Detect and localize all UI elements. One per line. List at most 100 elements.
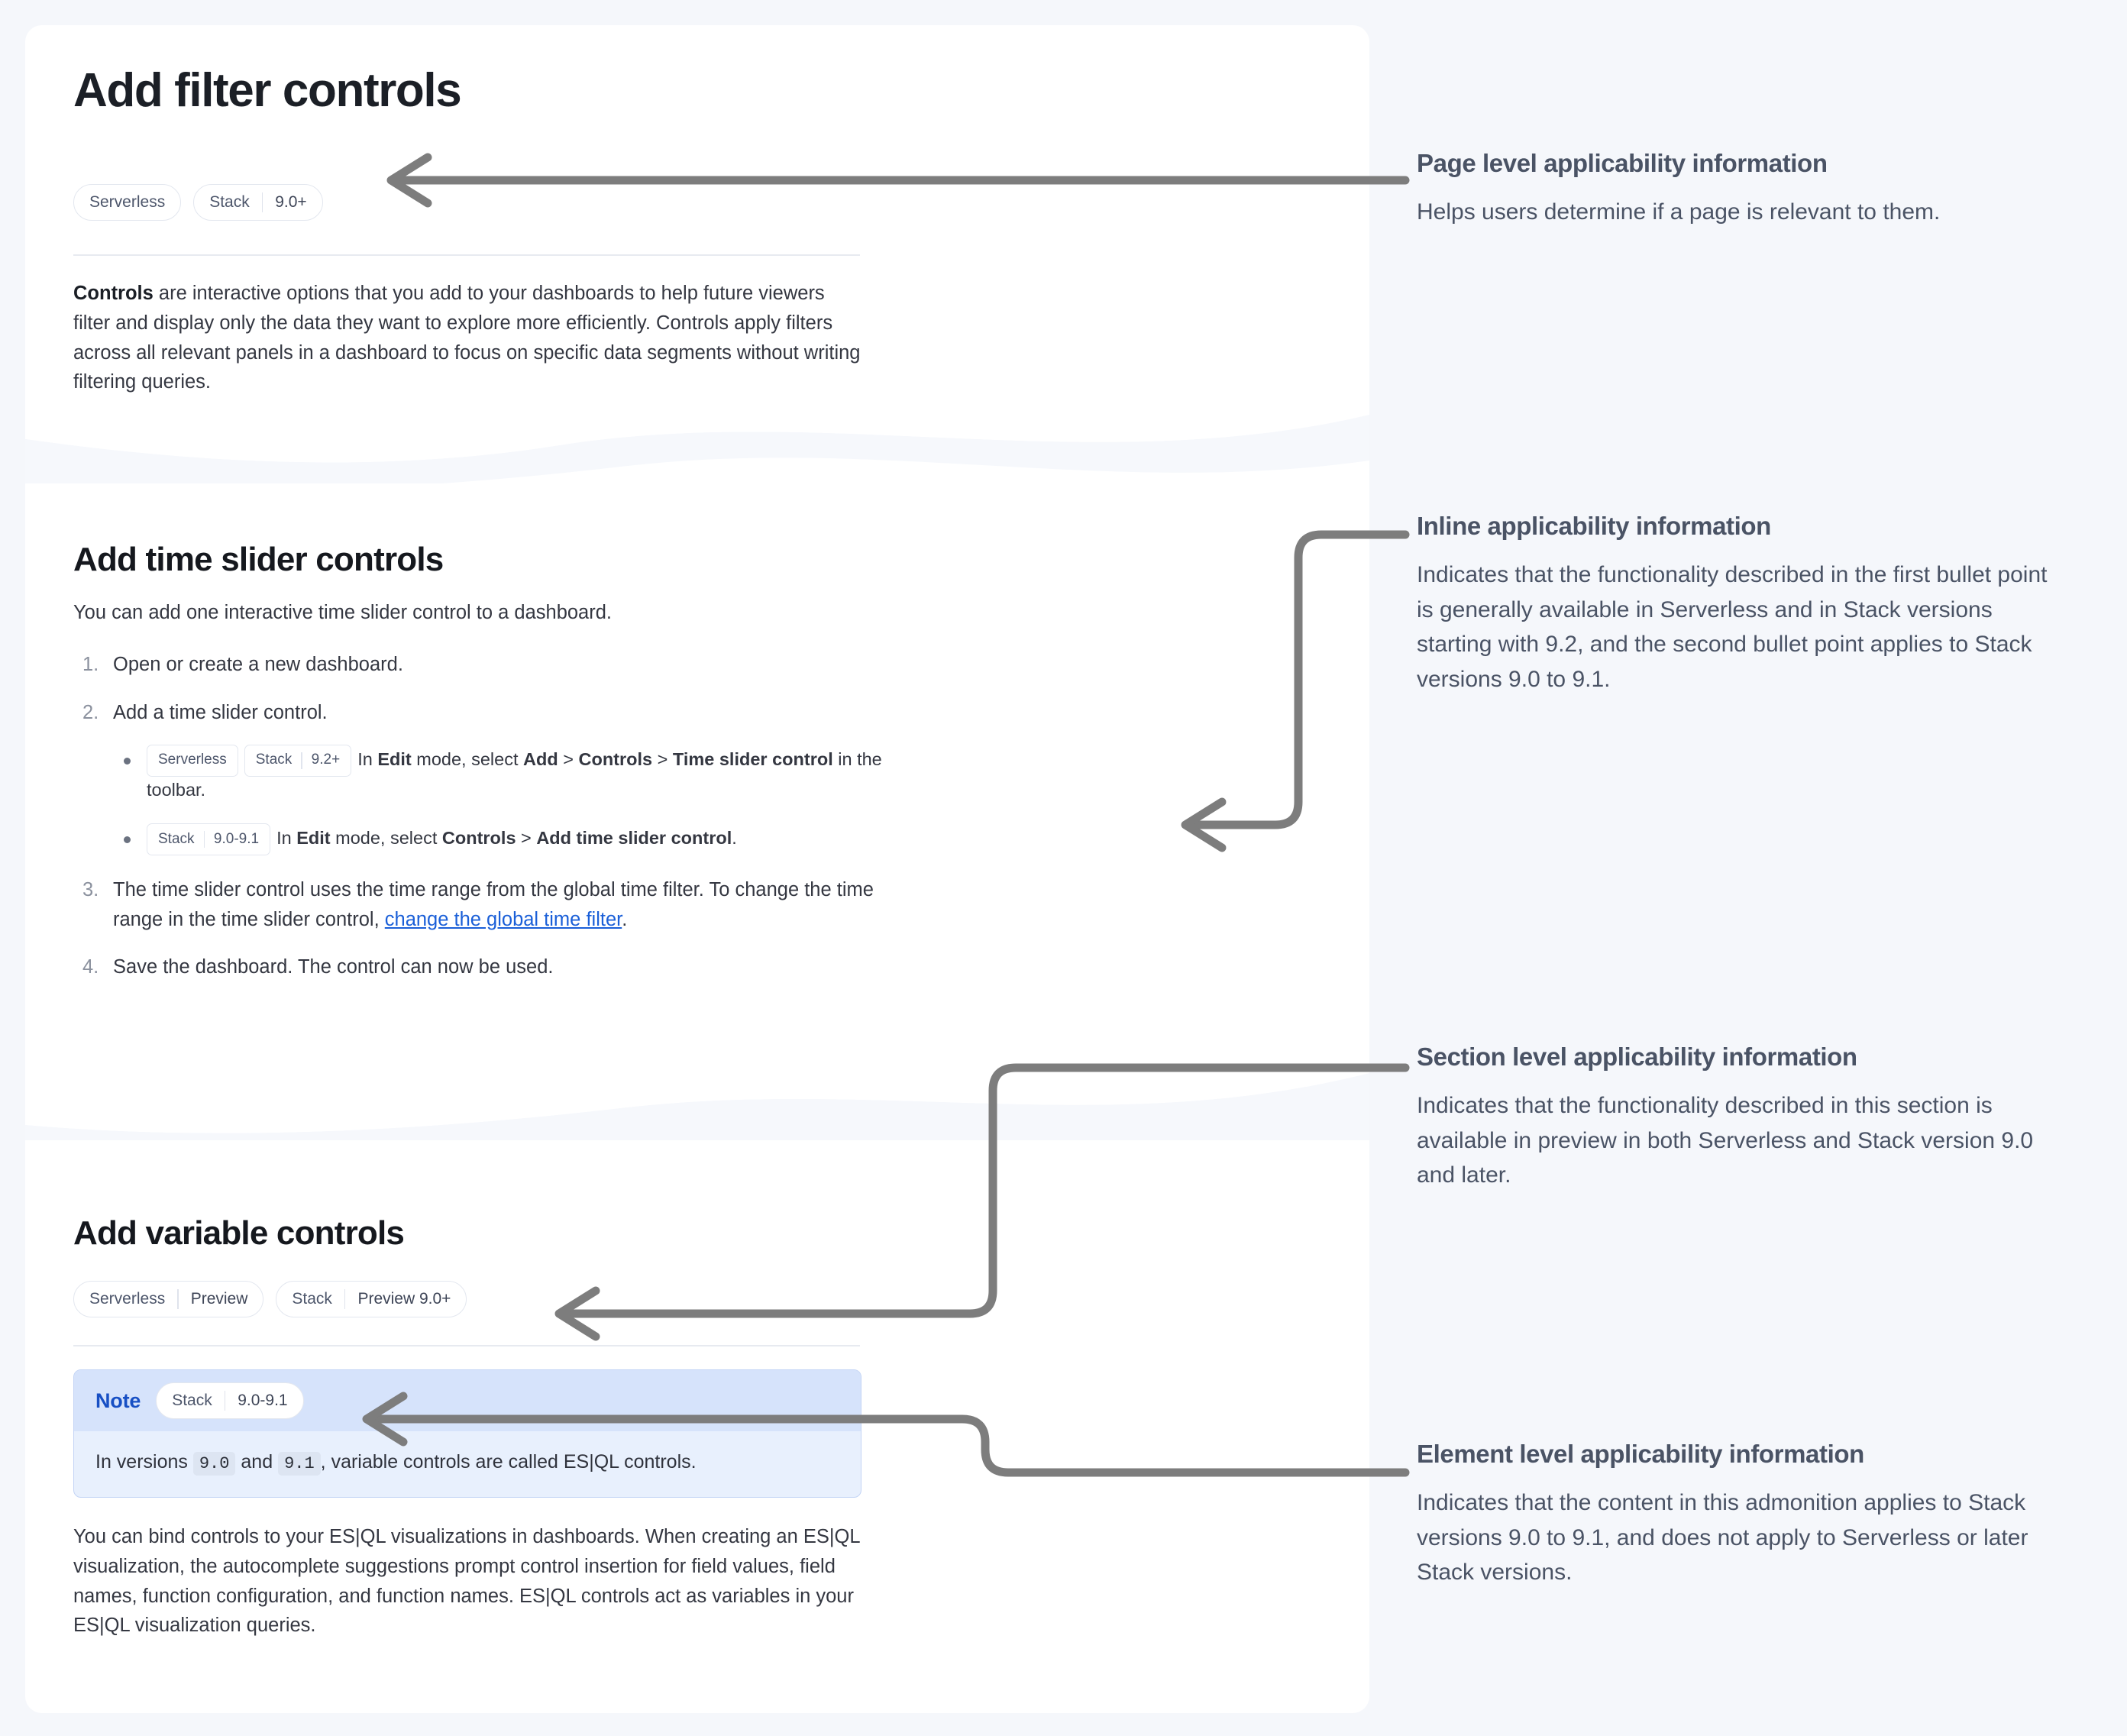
annotation-inline-level: Inline applicability information Indicat…	[1417, 512, 2051, 697]
bullet-text: In Edit mode, select Add > Controls > Ti…	[147, 749, 882, 800]
note-text: , variable controls are called ES|QL con…	[320, 1451, 697, 1473]
inline-badge-serverless[interactable]: Serverless	[147, 744, 238, 777]
intro-paragraph: Controls are interactive options that yo…	[73, 279, 864, 397]
note-badge-stack[interactable]: Stack 9.0-9.1	[156, 1382, 304, 1419]
badge-version: 9.2+	[311, 752, 341, 768]
badge-name: Serverless	[89, 193, 166, 211]
t: mode, select	[411, 748, 524, 769]
section-intro-time-slider: You can add one interactive time slider …	[73, 602, 612, 623]
bullet-dot	[124, 757, 131, 765]
badge-separator	[177, 1289, 179, 1309]
annotation-title: Section level applicability information	[1417, 1043, 1857, 1071]
t: Edit	[296, 827, 331, 848]
badge-stack[interactable]: Stack 9.0+	[193, 184, 323, 221]
step-2-sub-bullets: Serverless Stack 9.2+ In Edit mode, sele…	[113, 744, 883, 855]
annotation-body: Helps users determine if a page is relev…	[1417, 199, 1941, 225]
t: In	[357, 748, 378, 769]
intro-lead: Controls	[73, 283, 154, 304]
t: mode, select	[330, 827, 442, 848]
page-applicability-badges: Serverless Stack 9.0+	[73, 184, 323, 221]
variable-controls-paragraph: You can bind controls to your ES|QL visu…	[73, 1526, 860, 1637]
annotation-element-level: Element level applicability information …	[1417, 1440, 2051, 1590]
doc-card-time-slider: Add time slider controls You can add one…	[25, 483, 1369, 1087]
badge-version: Preview 9.0+	[357, 1290, 451, 1308]
step-4: 4. Save the dashboard. The control can n…	[73, 952, 883, 982]
section-heading-time-slider: Add time slider controls	[73, 541, 444, 578]
t: In	[276, 827, 297, 848]
time-slider-steps: 1. Open or create a new dashboard. 2. Ad…	[73, 650, 883, 1001]
badge-separator	[224, 1391, 226, 1411]
badge-separator	[261, 192, 263, 212]
note-text: In versions	[95, 1451, 193, 1473]
badge-stack-preview[interactable]: Stack Preview 9.0+	[276, 1281, 467, 1317]
code-span-9-1: 9.1	[278, 1452, 321, 1476]
t: Controls	[578, 748, 653, 769]
step-text: Add a time slider control.	[113, 701, 328, 723]
step-text: The time slider control uses the time ra…	[113, 878, 874, 930]
badge-name: Stack	[209, 193, 250, 211]
t: Edit	[377, 748, 412, 769]
section-heading-variable: Add variable controls	[73, 1214, 405, 1252]
step-number: 4.	[82, 956, 99, 978]
note-admonition: Note Stack 9.0-9.1 In versions 9.0 and 9…	[73, 1369, 861, 1498]
intro-rest: are interactive options that you add to …	[73, 283, 861, 393]
badge-name: Stack	[172, 1392, 212, 1409]
badge-version: 9.0+	[275, 193, 307, 211]
documentation-column: Add filter controls Serverless Stack 9.0…	[25, 25, 1369, 1713]
badge-name: Serverless	[158, 752, 227, 768]
step-tail: .	[622, 908, 628, 930]
t: >	[652, 748, 673, 769]
global-time-filter-link[interactable]: change the global time filter	[384, 908, 622, 930]
badge-separator	[203, 830, 205, 848]
doc-card-variable-controls: Add variable controls Serverless Preview…	[25, 1140, 1369, 1713]
annotation-body: Indicates that the functionality describ…	[1417, 1092, 2034, 1188]
step-2: 2. Add a time slider control. Serverless…	[73, 698, 883, 855]
step-number: 3.	[82, 878, 99, 900]
inline-badge-stack[interactable]: Stack 9.2+	[244, 744, 352, 777]
annotation-body: Indicates that the functionality describ…	[1417, 561, 2048, 692]
t: Add time slider control	[536, 827, 732, 848]
badge-name: Stack	[292, 1290, 332, 1308]
badge-name: Serverless	[89, 1290, 166, 1308]
section-applicability-badges: Serverless Preview Stack Preview 9.0+	[73, 1281, 467, 1317]
badge-version: 9.0-9.1	[238, 1392, 288, 1409]
badge-serverless-preview[interactable]: Serverless Preview	[73, 1281, 264, 1317]
step-number: 1.	[82, 654, 99, 675]
bullet-item: Stack 9.0-9.1 In Edit mode, select Contr…	[113, 823, 883, 855]
bullet-dot	[124, 836, 131, 843]
badge-name: Stack	[255, 752, 293, 768]
inline-badge-stack[interactable]: Stack 9.0-9.1	[147, 823, 271, 855]
badge-version: 9.0-9.1	[213, 830, 260, 847]
t: Add	[523, 748, 558, 769]
page-title: Add filter controls	[73, 64, 462, 117]
t: Time slider control	[672, 748, 833, 769]
note-header: Note Stack 9.0-9.1	[74, 1370, 861, 1431]
badge-serverless[interactable]: Serverless	[73, 184, 182, 221]
badge-name: Stack	[158, 830, 195, 847]
t: in the toolbar.	[147, 748, 882, 800]
step-1: 1. Open or create a new dashboard.	[73, 650, 883, 680]
doc-card-intro: Add filter controls Serverless Stack 9.0…	[25, 25, 1369, 430]
title-divider	[73, 254, 860, 256]
annotation-title: Inline applicability information	[1417, 512, 1771, 540]
t: >	[558, 748, 579, 769]
note-body: In versions 9.0 and 9.1, variable contro…	[74, 1431, 861, 1497]
code-span-9-0: 9.0	[192, 1452, 236, 1476]
step-number: 2.	[82, 701, 99, 723]
annotation-title: Page level applicability information	[1417, 149, 1828, 177]
t: >	[516, 827, 537, 848]
step-3: 3. The time slider control uses the time…	[73, 875, 883, 935]
t: .	[732, 827, 737, 848]
step-text: Open or create a new dashboard.	[113, 654, 403, 675]
badge-separator	[301, 752, 302, 769]
section-divider	[73, 1345, 860, 1346]
annotation-section-level: Section level applicability information …	[1417, 1043, 2051, 1193]
bullet-text: In Edit mode, select Controls > Add time…	[276, 828, 737, 848]
annotation-page-level: Page level applicability information Hel…	[1417, 149, 2051, 230]
note-label: Note	[95, 1388, 141, 1412]
annotation-title: Element level applicability information	[1417, 1440, 1864, 1468]
step-text: Save the dashboard. The control can now …	[113, 956, 554, 978]
t: Controls	[441, 827, 516, 848]
badge-version: Preview	[190, 1290, 248, 1308]
annotation-body: Indicates that the content in this admon…	[1417, 1489, 2028, 1586]
